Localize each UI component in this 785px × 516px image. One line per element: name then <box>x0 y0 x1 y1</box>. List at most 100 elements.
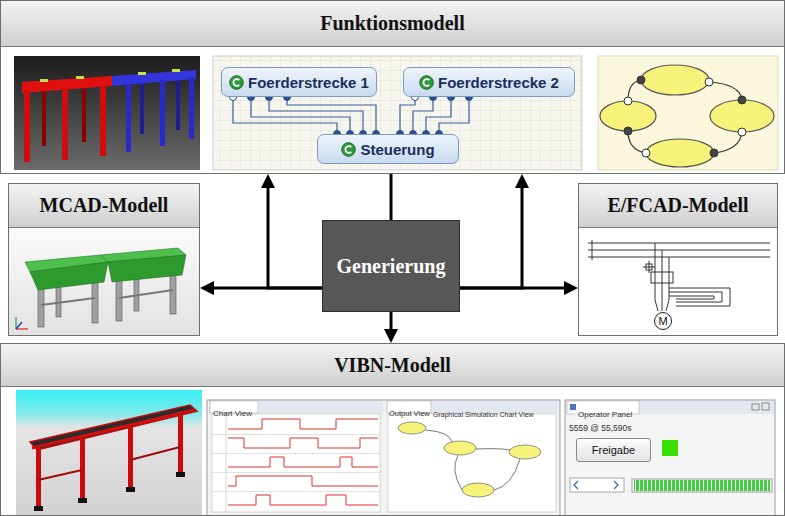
block-box: Steuerung <box>317 134 459 164</box>
vibn-3d-view <box>16 390 202 516</box>
node-label: MCAD-Modell <box>40 194 169 217</box>
simulation-chart-window <box>494 459 520 490</box>
vibn-3d-view <box>130 447 180 460</box>
circuit-diagram <box>655 243 656 272</box>
simulation-chart-window <box>228 495 378 505</box>
process-box: Generierung <box>322 220 460 312</box>
simulation-chart-window <box>398 422 541 497</box>
vibn-3d-view <box>34 506 43 511</box>
screen-label: Graphical Simulation Chart View <box>433 411 534 419</box>
simulation-chart-window <box>207 400 560 516</box>
operator-panel <box>565 400 775 516</box>
mcad-render <box>15 317 16 329</box>
operator-panel <box>662 440 678 456</box>
operator-panel <box>632 479 772 492</box>
operator-panel <box>570 478 624 492</box>
operator-panel <box>574 481 578 489</box>
operator-panel <box>614 481 618 489</box>
conveyor-3d-view <box>172 69 180 72</box>
circuit-diagram <box>592 240 593 260</box>
vibn-3d-view <box>176 472 185 477</box>
flow-arrow <box>268 184 322 288</box>
circuit-diagram <box>669 288 730 306</box>
conveyor-3d-view <box>40 79 48 82</box>
simulation-chart-window <box>476 449 510 450</box>
state-diagram <box>738 128 746 136</box>
state-diagram <box>705 78 713 86</box>
state-diagram <box>738 96 746 104</box>
model-band: Foerderstrecke 1Foerderstrecke 2Steuerun… <box>0 0 785 174</box>
operator-panel <box>634 480 770 491</box>
simulation-chart-window <box>207 400 560 516</box>
vibn-3d-view <box>128 427 133 489</box>
circuit-diagram <box>662 283 663 300</box>
vibn-3d-view <box>178 414 183 474</box>
simulation-chart-window <box>228 457 378 467</box>
signal-wire <box>233 97 337 134</box>
class-icon <box>342 142 356 156</box>
operator-panel <box>565 400 775 516</box>
class-icon <box>423 79 429 86</box>
vibn-3d-view <box>126 487 135 492</box>
vibn-3d-view <box>32 410 194 448</box>
signal-wire <box>251 97 350 134</box>
mcad-render <box>119 290 173 298</box>
signal-wire <box>413 97 433 134</box>
circuit-diagram <box>649 261 650 273</box>
conveyor-3d-view <box>176 72 180 130</box>
class-icon <box>341 142 356 157</box>
screen-label: 5559 @ 55,590s <box>569 423 632 433</box>
simulation-chart-window <box>212 434 380 435</box>
state-diagram <box>598 56 778 170</box>
block-diagram-canvas <box>213 56 582 170</box>
class-icon <box>420 75 434 89</box>
simulation-chart-window <box>228 419 378 505</box>
conveyor-3d-view <box>140 76 144 134</box>
conveyor-3d-view <box>112 70 196 86</box>
screen-label: Graphical Simulation Chart View <box>433 402 534 421</box>
simulation-chart-window <box>462 483 494 497</box>
circuit-diagram <box>651 272 673 283</box>
screen-label: Operator Panel <box>578 402 632 421</box>
mcad-render <box>108 255 186 282</box>
conveyor-3d-view <box>126 84 131 152</box>
conveyor-3d-view <box>42 84 46 146</box>
conveyor-3d-view <box>24 90 30 162</box>
simulation-chart-window <box>212 491 380 492</box>
conveyor-3d-view <box>100 86 106 156</box>
node-label: Freigabe <box>592 444 635 456</box>
circuit-diagram <box>579 228 777 335</box>
screen-label: Output View <box>389 401 430 420</box>
circuit-diagram <box>669 257 670 272</box>
state-diagram <box>624 97 632 105</box>
circuit-diagram <box>655 272 656 283</box>
block-box: Foerderstrecke 1 <box>221 67 377 97</box>
flow-arrow <box>390 312 393 333</box>
panel-button: Freigabe <box>576 438 651 462</box>
mcad-render <box>30 262 108 290</box>
simulation-chart-window <box>228 438 378 448</box>
vibn-3d-view <box>16 390 202 516</box>
model-header: VIBN-Modell <box>1 344 784 387</box>
conveyor-3d-view <box>189 77 194 139</box>
model-header: Funktionsmodell <box>1 1 784 47</box>
state-diagram <box>598 56 778 170</box>
connector-part <box>230 94 473 138</box>
simulation-chart-window <box>426 430 520 490</box>
simulation-chart-window <box>444 441 476 455</box>
circuit-diagram <box>669 272 670 283</box>
class-icon <box>233 79 239 86</box>
class-icon <box>230 75 244 89</box>
conveyor-3d-view <box>62 88 68 160</box>
simulation-chart-window <box>212 472 380 473</box>
circuit-diagram <box>588 257 770 258</box>
operator-panel <box>752 404 759 410</box>
state-diagram <box>624 127 632 135</box>
simulation-chart-window <box>212 414 380 512</box>
circuit-diagram <box>662 250 663 272</box>
simulation-chart-window <box>398 422 426 434</box>
state-diagram <box>637 76 645 84</box>
conveyor-3d-view <box>76 76 84 79</box>
signal-wire <box>439 97 469 134</box>
vibn-3d-view <box>36 448 41 508</box>
